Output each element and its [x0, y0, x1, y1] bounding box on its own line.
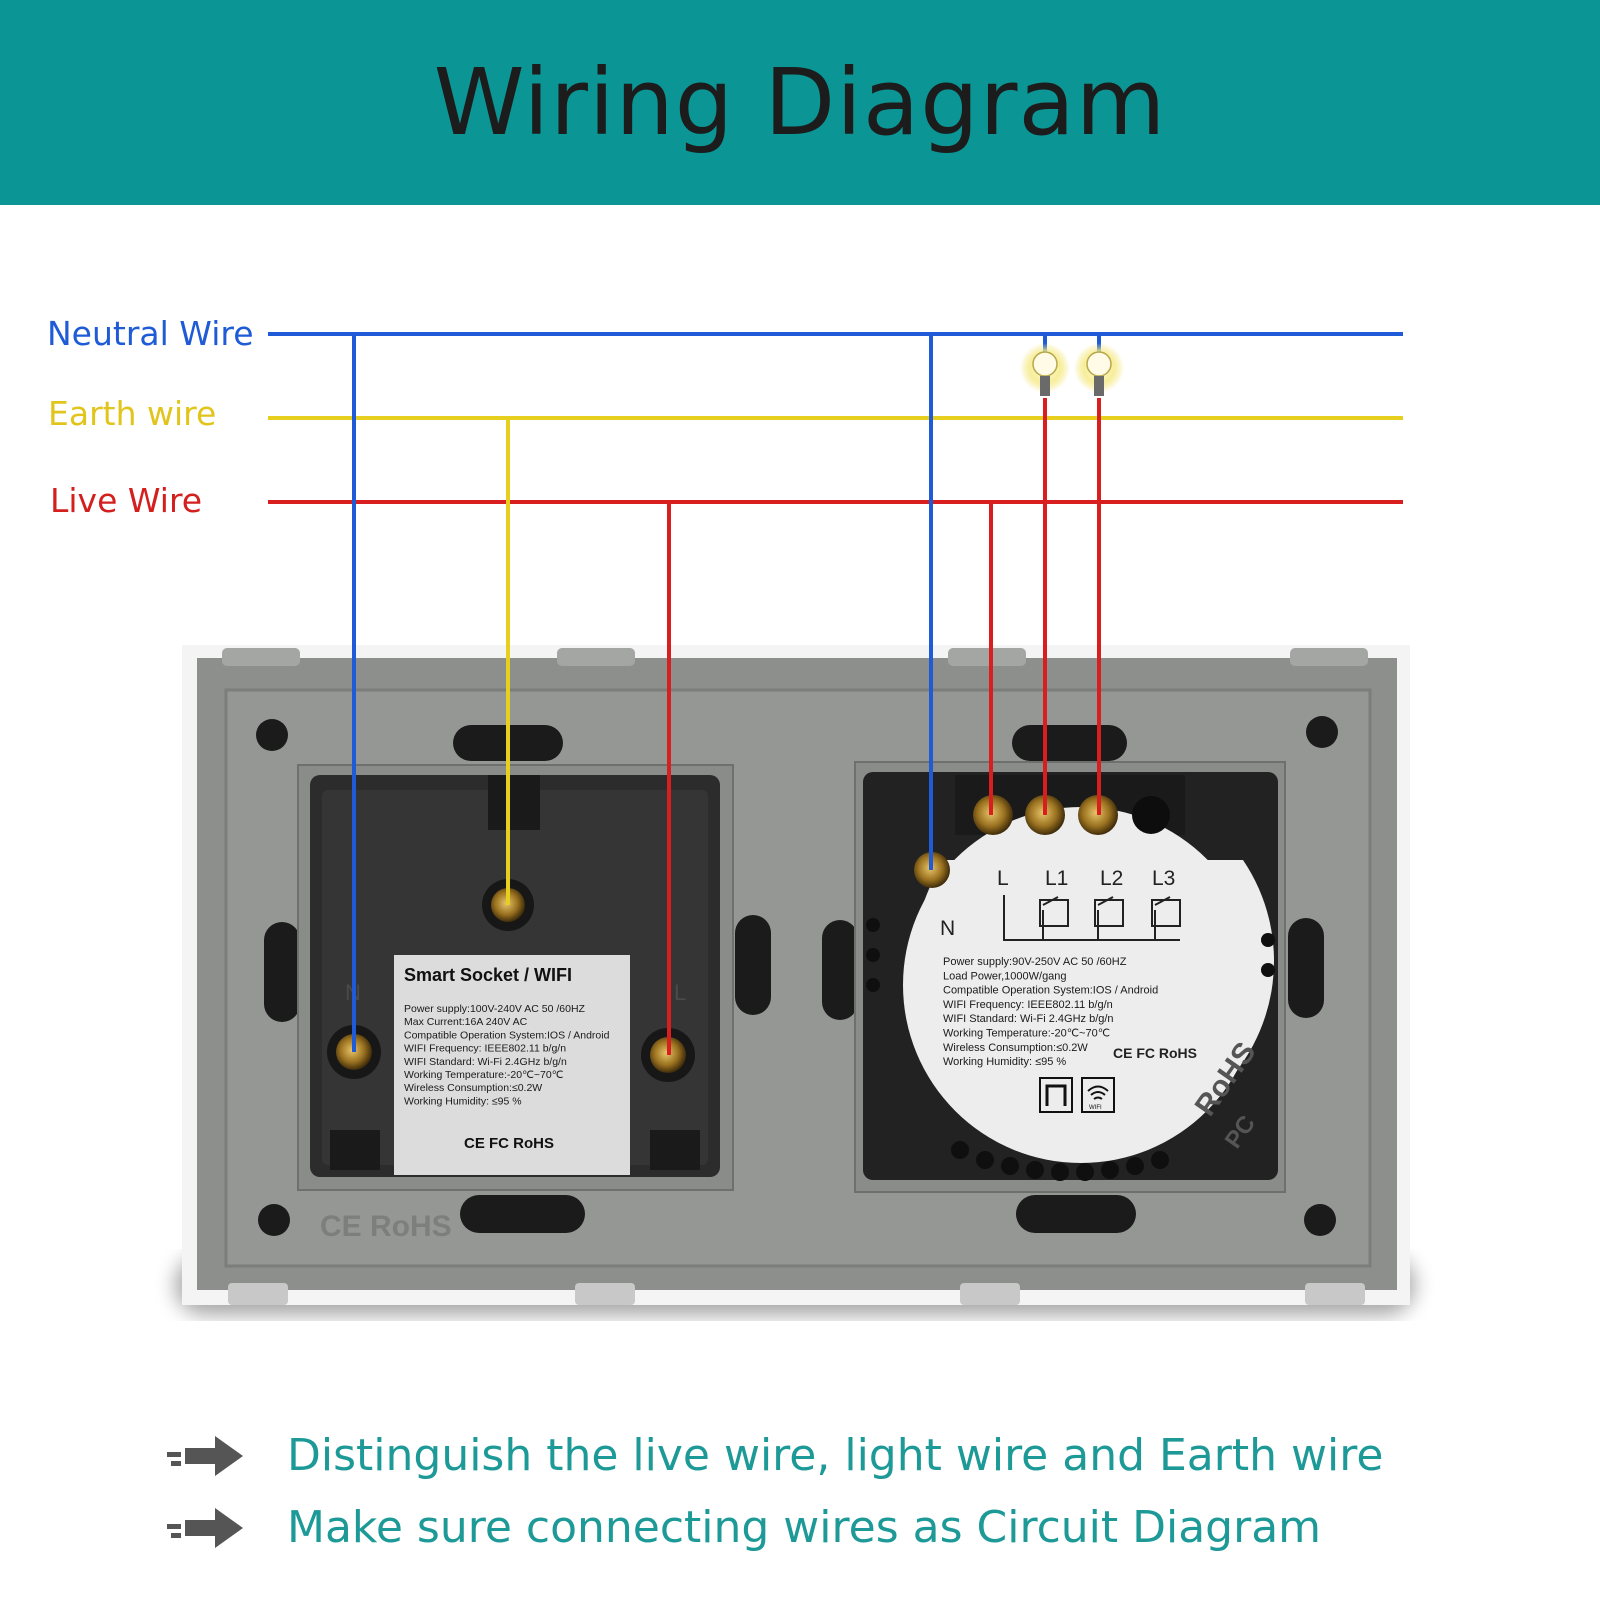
plate-mark: CE RoHS — [320, 1210, 452, 1243]
mounting-hole — [1306, 716, 1338, 748]
mounting-hole — [258, 1204, 290, 1236]
socket-bottom-notch — [650, 1130, 700, 1170]
socket-bottom-notch — [330, 1130, 380, 1170]
switch-terminal-l2: L2 — [1100, 867, 1123, 890]
switch-spec-line-1: Load Power,1000W/gang — [943, 970, 1067, 982]
socket-spec-line-4: WIFI Standard: Wi-Fi 2.4GHz b/g/n — [404, 1056, 567, 1068]
socket-spec-line-6: Wireless Consumption:≤0.2W — [404, 1082, 542, 1094]
note-text: Make sure connecting wires as Circuit Di… — [287, 1502, 1322, 1553]
socket-label-title: Smart Socket / WIFI — [404, 965, 572, 985]
note-item: Distinguish the live wire, light wire an… — [165, 1430, 1383, 1481]
mounting-hole — [256, 719, 288, 751]
plate-tab — [228, 1283, 288, 1305]
socket-spec-line-0: Power supply:100V-240V AC 50 /60HZ — [404, 1003, 586, 1015]
plate-tab — [1290, 648, 1368, 666]
wifi-icon — [1081, 1077, 1115, 1113]
switch-terminal-l1: L1 — [1045, 867, 1068, 890]
plate-tab — [1305, 1283, 1365, 1305]
switch-spec-line-6: Wireless Consumption:≤0.2W — [943, 1042, 1088, 1054]
mounting-slot — [822, 920, 858, 1020]
plate-tab — [557, 648, 635, 666]
switch-spec-line-2: Compatible Operation System:IOS / Androi… — [943, 985, 1158, 997]
mounting-slot — [1016, 1195, 1136, 1233]
wires — [268, 332, 1403, 1055]
socket-spec-line-1: Max Current:16A 240V AC — [404, 1016, 528, 1028]
mounting-slot — [460, 1195, 585, 1233]
switch-spec-line-0: Power supply:90V-250V AC 50 /60HZ — [943, 956, 1127, 968]
page-title: Wiring Diagram — [433, 49, 1167, 156]
wifi-icon-label: WIFI — [1089, 1105, 1102, 1111]
switch-terminal-l3: L3 — [1152, 867, 1175, 890]
socket-certifications: CE FC RoHS — [464, 1135, 554, 1152]
smart-socket-module: N L Smart Socket / WIFI Power supply:100… — [310, 775, 720, 1177]
smart-switch-module: L L1 L2 L3 N Power supply:90V-250V AC 50… — [863, 772, 1278, 1181]
light-bulb-icon — [1020, 343, 1070, 396]
switch-spec-line-7: Working Humidity: ≤95 % — [943, 1056, 1066, 1068]
switch-terminal-n: N — [940, 917, 955, 940]
switch-terminal-l: L — [997, 867, 1009, 890]
socket-spec-line-7: Working Humidity: ≤95 % — [404, 1095, 522, 1107]
plate-tab — [575, 1283, 635, 1305]
switch-schematic — [1003, 895, 1181, 941]
earth-wire-label: Earth wire — [48, 394, 217, 433]
socket-notch — [488, 775, 540, 830]
switch-spec-line-4: WIFI Standard: Wi-Fi 2.4GHz b/g/n — [943, 1013, 1114, 1025]
switch-certifications: CE FC RoHS — [1113, 1045, 1197, 1061]
arrow-right-icon — [167, 1507, 243, 1548]
switch-spec-line-5: Working Temperature:-20℃~70℃ — [943, 1028, 1110, 1040]
socket-terminal-l: L — [674, 980, 686, 1005]
switch-vents — [866, 918, 1275, 1181]
touch-panel-icon-inner — [1045, 1084, 1067, 1106]
mounting-slot — [1288, 918, 1324, 1018]
live-wire-label: Live Wire — [50, 481, 203, 520]
socket-spec-line-2: Compatible Operation System:IOS / Androi… — [404, 1029, 610, 1041]
plate-tab — [222, 648, 300, 666]
socket-spec-line-5: Working Temperature:-20℃~70℃ — [404, 1069, 564, 1081]
switch-blank-screw — [1132, 796, 1170, 834]
plate-tab — [948, 648, 1026, 666]
mounting-slot — [735, 915, 771, 1015]
header-banner: Wiring Diagram — [0, 0, 1600, 205]
socket-spec-line-3: WIFI Frequency: IEEE802.11 b/g/n — [404, 1043, 566, 1055]
mounting-slot — [1012, 725, 1127, 761]
mounting-slot — [264, 922, 300, 1022]
socket-spec-label — [394, 955, 630, 1175]
switch-spec-line-3: WIFI Frequency: IEEE802.11 b/g/n — [943, 999, 1113, 1011]
touch-panel-icon — [1039, 1077, 1073, 1113]
light-bulb-icon — [1074, 343, 1124, 396]
wifi-icon-arcs — [1087, 1085, 1109, 1100]
switch-spec-label-disc — [903, 807, 1259, 1163]
note-item: Make sure connecting wires as Circuit Di… — [165, 1502, 1321, 1553]
switch-spec-lines: Power supply:90V-250V AC 50 /60HZ Load Po… — [943, 956, 1158, 1068]
note-text: Distinguish the live wire, light wire an… — [287, 1430, 1384, 1481]
plate-tab — [960, 1283, 1020, 1305]
neutral-wire-label: Neutral Wire — [47, 314, 254, 353]
arrow-right-icon — [167, 1435, 243, 1476]
mounting-hole — [1304, 1204, 1336, 1236]
